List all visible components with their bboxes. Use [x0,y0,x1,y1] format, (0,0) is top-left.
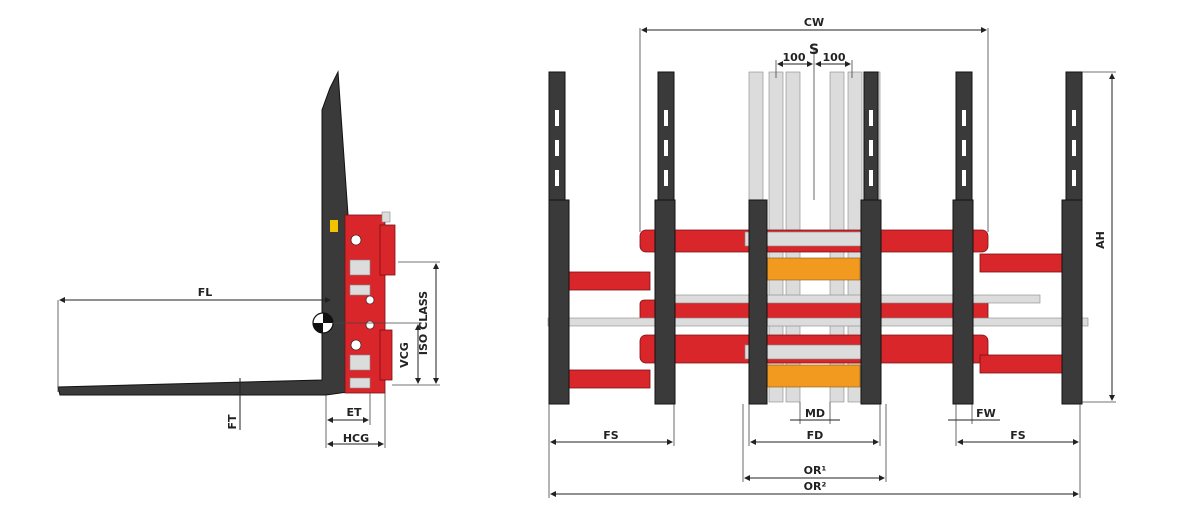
dim-label-fs-left: FS [603,429,619,442]
dim-label-s-right: 100 [823,51,846,64]
dim-label-fw: FW [976,407,996,420]
front-dark-forks [548,71,1083,405]
dim-label-ft: FT [226,414,239,430]
dim-label-fs-right: FS [1010,429,1026,442]
dim-label-or1: OR¹ [804,464,827,477]
dim-label-iso-class: ISO CLASS [417,291,430,355]
dim-label-hcg: HCG [343,432,369,445]
center-of-gravity-icon [312,312,334,334]
dim-label-md: MD [805,407,825,420]
front-view: CW S 100 100 AH MD FW FS FD [547,16,1116,498]
dim-label-et: ET [346,406,362,419]
dim-label-ah: AH [1094,231,1107,249]
side-warning-sticker [330,220,338,232]
dim-label-fd: FD [807,429,824,442]
front-slide-block-bottom [759,364,861,388]
front-fork-slots [555,110,1076,186]
front-slide-block-top [759,257,861,281]
dim-label-fl: FL [198,286,213,299]
dim-label-s: S [809,42,819,58]
dim-label-vcg: VCG [398,342,411,368]
dim-label-s-left: 100 [783,51,806,64]
side-view: FL FT ET HCG VCG ISO CLASS [57,70,440,448]
dim-label-cw: CW [804,16,824,29]
dim-label-or2: OR² [804,480,827,493]
side-fork [57,70,349,396]
